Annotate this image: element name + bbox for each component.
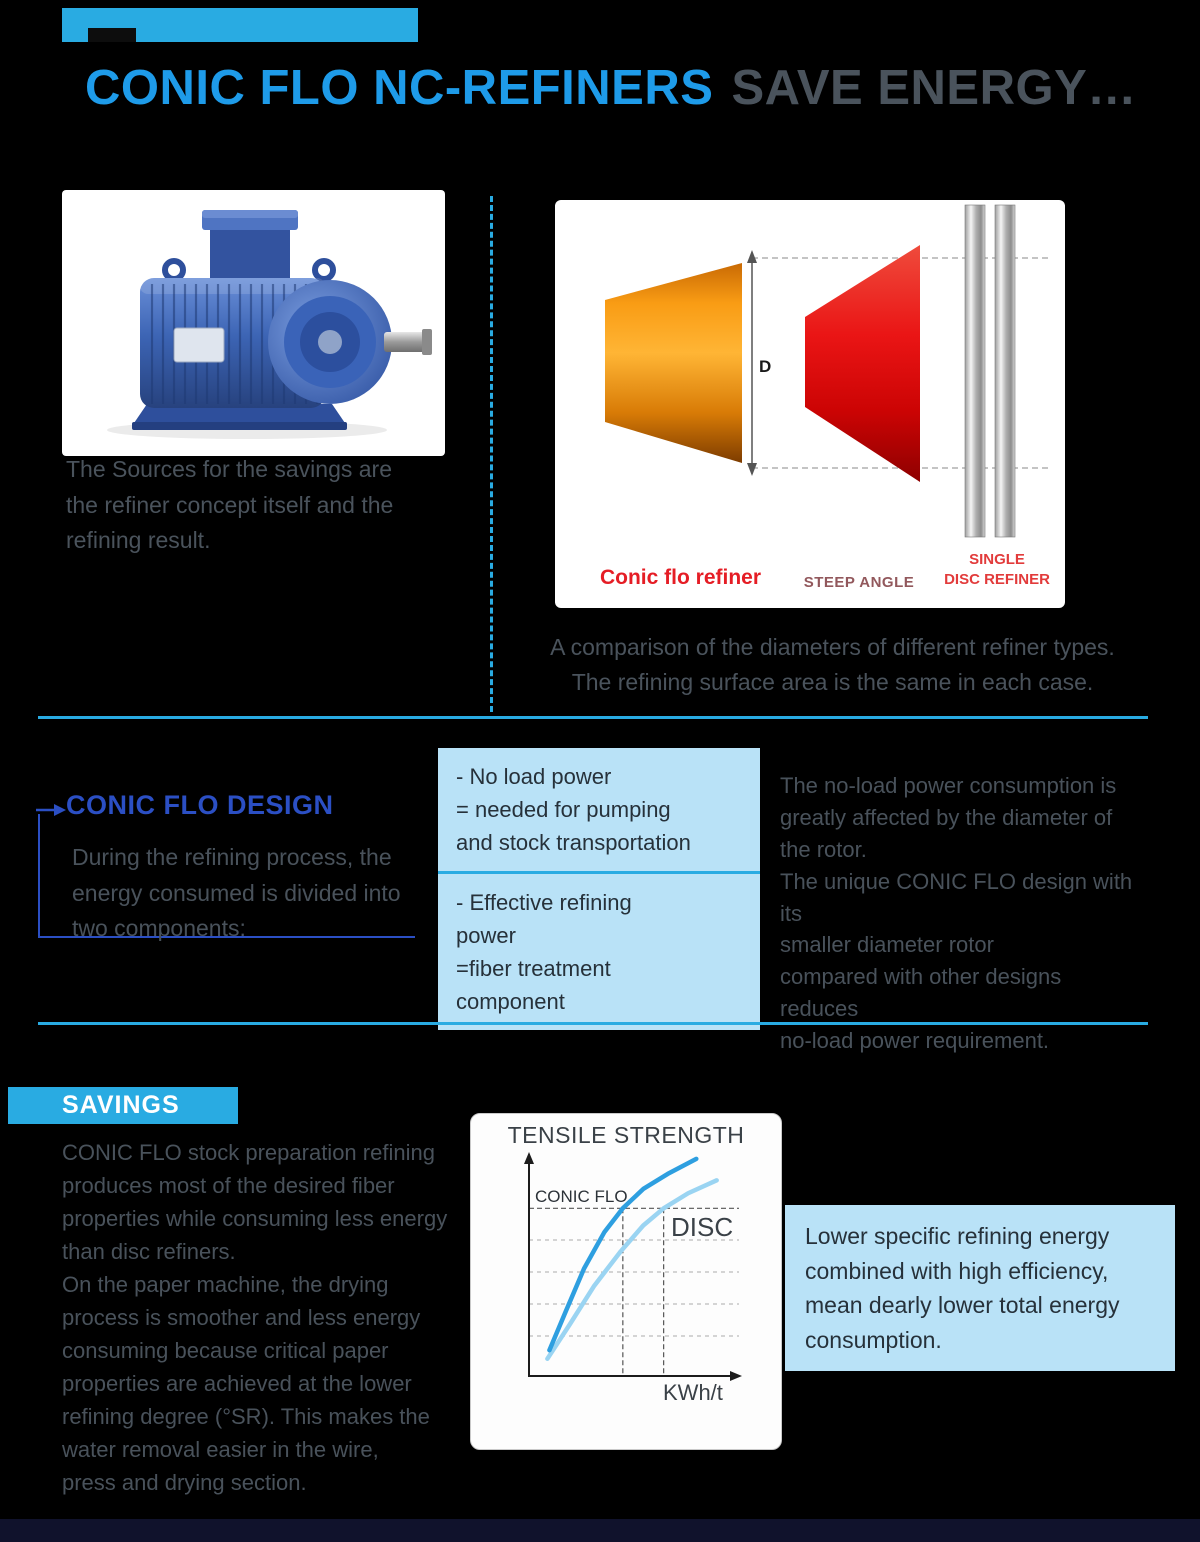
design-bracket-horizontal xyxy=(38,936,415,938)
power-components-boxes: - No load power = needed for pumping and… xyxy=(438,748,760,1030)
disc-curve xyxy=(545,1178,719,1362)
dashed-divider xyxy=(490,196,493,712)
disc-refiner-plate-1 xyxy=(964,204,986,538)
conic-flo-curve xyxy=(547,1156,699,1353)
label-single-disc-refiner: SINGLE DISC REFINER xyxy=(944,551,1050,589)
title-primary: CONIC FLO NC-REFINERS xyxy=(85,61,714,115)
title-secondary: SAVE ENERGY… xyxy=(731,61,1137,115)
section-divider-2 xyxy=(38,1022,1148,1025)
tensile-strength-chart: TENSILE STRENGTH CONIC FLO DISC KWh/t xyxy=(470,1113,782,1450)
energy-savings-callout: Lower specific refining energy combined … xyxy=(785,1205,1175,1371)
diagram-caption-line1: A comparison of the diameters of differe… xyxy=(550,634,1115,660)
box-divider xyxy=(438,871,760,874)
refiner-diagram: D xyxy=(605,204,1052,538)
diagram-caption: A comparison of the diameters of differe… xyxy=(520,630,1145,699)
design-heading: CONIC FLO DESIGN xyxy=(66,790,334,820)
refiner-comparison-panel: D Conic flo refiner STEEP ANGLE SINGLE D… xyxy=(555,200,1065,608)
chart-label-conic-flo: CONIC FLO xyxy=(535,1187,628,1206)
sources-text: The Sources for the savings are the refi… xyxy=(66,456,394,554)
axes xyxy=(528,1161,733,1377)
gridlines xyxy=(529,1239,739,1337)
x-axis-arrow xyxy=(730,1371,742,1381)
footer-strip xyxy=(0,1519,1200,1542)
section-divider-1 xyxy=(38,716,1148,719)
savings-heading: SAVINGS xyxy=(62,1091,180,1119)
savings-paragraph-1: CONIC FLO stock preparation refining pro… xyxy=(62,1140,448,1264)
disc-refiner-plate-2 xyxy=(994,204,1016,538)
no-load-power-box: - No load power = needed for pumping and… xyxy=(438,748,760,871)
top-accent-bar xyxy=(62,8,418,42)
page-title: CONIC FLO NC-REFINERS SAVE ENERGY… xyxy=(85,60,1137,116)
top-bar-notch xyxy=(88,28,136,42)
design-bracket-vertical xyxy=(38,814,40,938)
effective-refining-power-box: - Effective refining power =fiber treatm… xyxy=(438,874,760,1030)
dimension-arrow-down xyxy=(747,463,757,476)
arrow-right-icon xyxy=(36,804,66,816)
label-conic-flo-refiner: Conic flo refiner xyxy=(599,566,762,589)
chart-x-axis-label: KWh/t xyxy=(663,1380,723,1405)
savings-heading-bar: SAVINGS xyxy=(8,1087,238,1124)
motor-image-panel xyxy=(62,190,445,456)
chart-label-disc: DISC xyxy=(671,1212,734,1242)
savings-paragraph-2: On the paper machine, the drying process… xyxy=(62,1272,430,1495)
dimension-arrow-up xyxy=(747,250,757,263)
conic-flo-shape xyxy=(605,263,742,463)
chart-title: TENSILE STRENGTH xyxy=(507,1122,745,1148)
steep-angle-shape xyxy=(805,245,920,482)
design-explanation-text: The no-load power consumption is greatly… xyxy=(780,773,1133,1054)
dimension-label-D: D xyxy=(759,357,771,376)
diagram-caption-line2: The refining surface area is the same in… xyxy=(571,668,1094,695)
design-intro-text: During the refining process, the energy … xyxy=(72,844,401,942)
label-steep-angle: STEEP ANGLE xyxy=(803,574,915,591)
chart-plot-area xyxy=(524,1152,742,1381)
electric-motor-illustration xyxy=(107,210,432,439)
y-axis-arrow xyxy=(524,1152,534,1164)
